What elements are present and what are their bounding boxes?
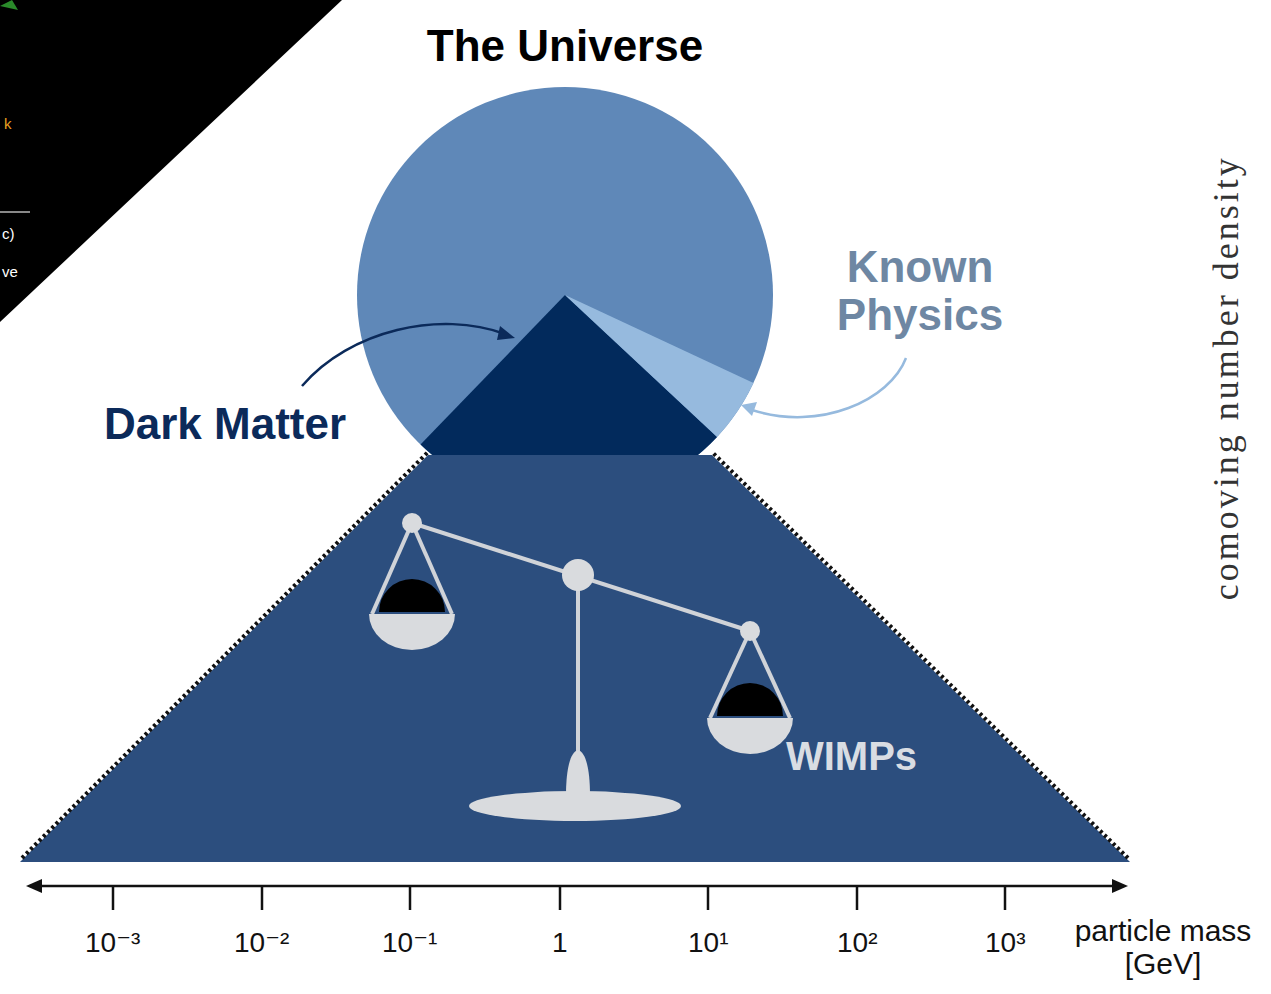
cropped-text: ve — [2, 264, 18, 281]
cropped-text: c) — [2, 226, 15, 243]
mass-range-triangle: WIMPs — [20, 440, 1130, 862]
title-text: The Universe — [357, 22, 773, 70]
axis-title: particle mass [GeV] — [1058, 914, 1268, 980]
dark-matter-label: Dark Matter — [104, 400, 346, 448]
tick-label: 10¹ — [688, 928, 728, 959]
tick-label: 10³ — [985, 928, 1025, 959]
tick-label: 10⁻¹ — [382, 928, 437, 959]
pie-circle-shape — [357, 20, 773, 503]
tick-label: 10⁻³ — [85, 928, 140, 959]
cropped-text: k — [4, 116, 12, 133]
tick-label: 10⁻² — [234, 928, 289, 959]
rotated-axis-title: comoving number density — [1207, 155, 1247, 600]
pie-circle: The Universe — [357, 20, 773, 503]
mass-range-triangle-shape — [20, 440, 1130, 862]
tick-label: 10² — [837, 928, 877, 959]
tick-label: 1 — [552, 928, 568, 959]
wimps-label: WIMPs — [786, 734, 946, 778]
known-physics-label: Known Physics — [820, 243, 1020, 340]
